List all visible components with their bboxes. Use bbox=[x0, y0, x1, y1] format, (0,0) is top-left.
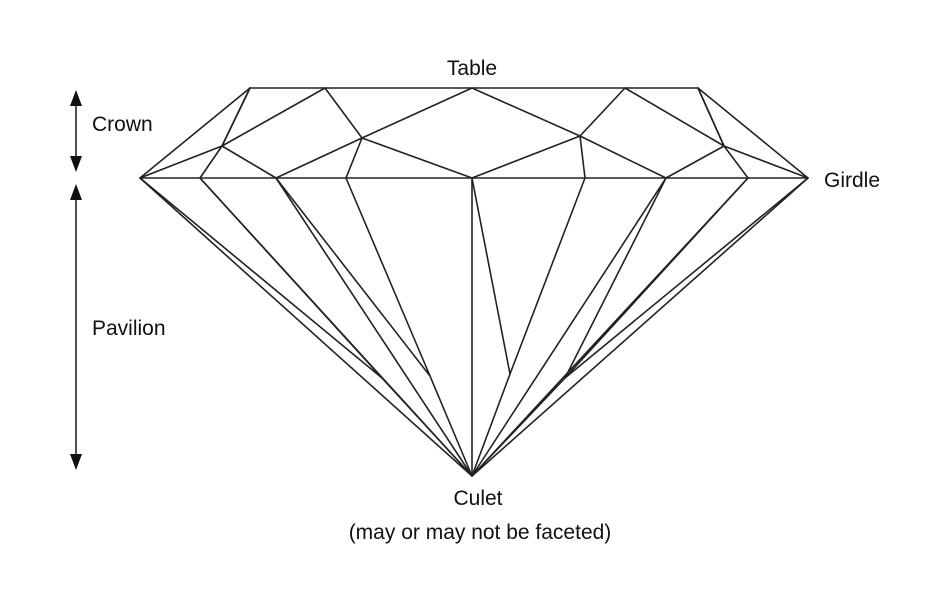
star-facet-left bbox=[221, 87, 473, 147]
crown-arrow-up-head bbox=[70, 90, 82, 106]
star-facet-right bbox=[471, 87, 725, 147]
lower-girdle-left-1 bbox=[139, 177, 383, 379]
crown-outline bbox=[139, 87, 809, 179]
culet-note-label: (may or may not be faceted) bbox=[348, 521, 612, 544]
pavilion-main-2 bbox=[429, 375, 473, 477]
pavilion-height-arrow bbox=[70, 184, 82, 470]
upper-girdle-facets-center bbox=[361, 135, 586, 179]
upper-girdle-facets-right bbox=[579, 135, 749, 179]
girdle-label: Girdle bbox=[824, 169, 881, 192]
upper-girdle-facet-right-edge bbox=[723, 145, 809, 179]
culet-label: Culet bbox=[453, 487, 503, 510]
crown-label: Crown bbox=[92, 113, 153, 136]
pavilion-arrow-up-head bbox=[70, 184, 82, 200]
upper-girdle-facets-left bbox=[139, 145, 223, 179]
crown-arrow-down-head bbox=[70, 156, 82, 172]
crown-height-arrow bbox=[70, 90, 82, 172]
crown-facets bbox=[139, 87, 809, 179]
pavilion-inner-right bbox=[471, 177, 667, 477]
pavilion-arrow-down-head bbox=[70, 454, 82, 470]
pavilion-facets bbox=[139, 177, 809, 477]
pavilion-label: Pavilion bbox=[92, 317, 166, 340]
pavilion-main-4 bbox=[471, 373, 511, 477]
crown-edge-right bbox=[697, 87, 725, 147]
pavilion-inner-right-2 bbox=[471, 177, 749, 477]
pavilion-inner-left bbox=[275, 177, 473, 477]
pavilion-inner-left-2 bbox=[199, 177, 473, 477]
crown-edge-left bbox=[221, 87, 251, 147]
table-label: Table bbox=[446, 57, 498, 80]
upper-girdle-facets-left-2 bbox=[221, 137, 363, 179]
lower-girdle-right-edge bbox=[564, 177, 809, 379]
lower-girdle-center bbox=[471, 177, 586, 375]
